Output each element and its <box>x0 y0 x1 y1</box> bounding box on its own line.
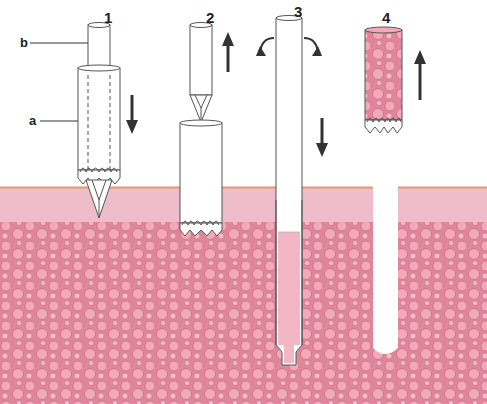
needle-cannula-3 <box>256 16 328 366</box>
part-letter: a <box>29 114 36 127</box>
leader-line <box>30 43 88 44</box>
skin-surface <box>0 187 487 189</box>
step-number: 3 <box>294 4 302 19</box>
dermis-layer <box>0 188 487 222</box>
up-arrow <box>222 32 234 72</box>
step-number: 1 <box>104 10 112 25</box>
step-number: 2 <box>206 10 214 25</box>
step-number: 4 <box>382 10 390 25</box>
part-letter: b <box>20 36 28 49</box>
leader-line <box>40 121 78 122</box>
biopsy-hole <box>373 186 398 354</box>
subcutaneous-tissue <box>0 222 487 404</box>
trocar-cannula-2 <box>180 23 222 237</box>
cannula-with-core-4 <box>365 27 426 133</box>
down-arrow <box>126 95 138 134</box>
trocar-cannula-1 <box>78 23 120 219</box>
